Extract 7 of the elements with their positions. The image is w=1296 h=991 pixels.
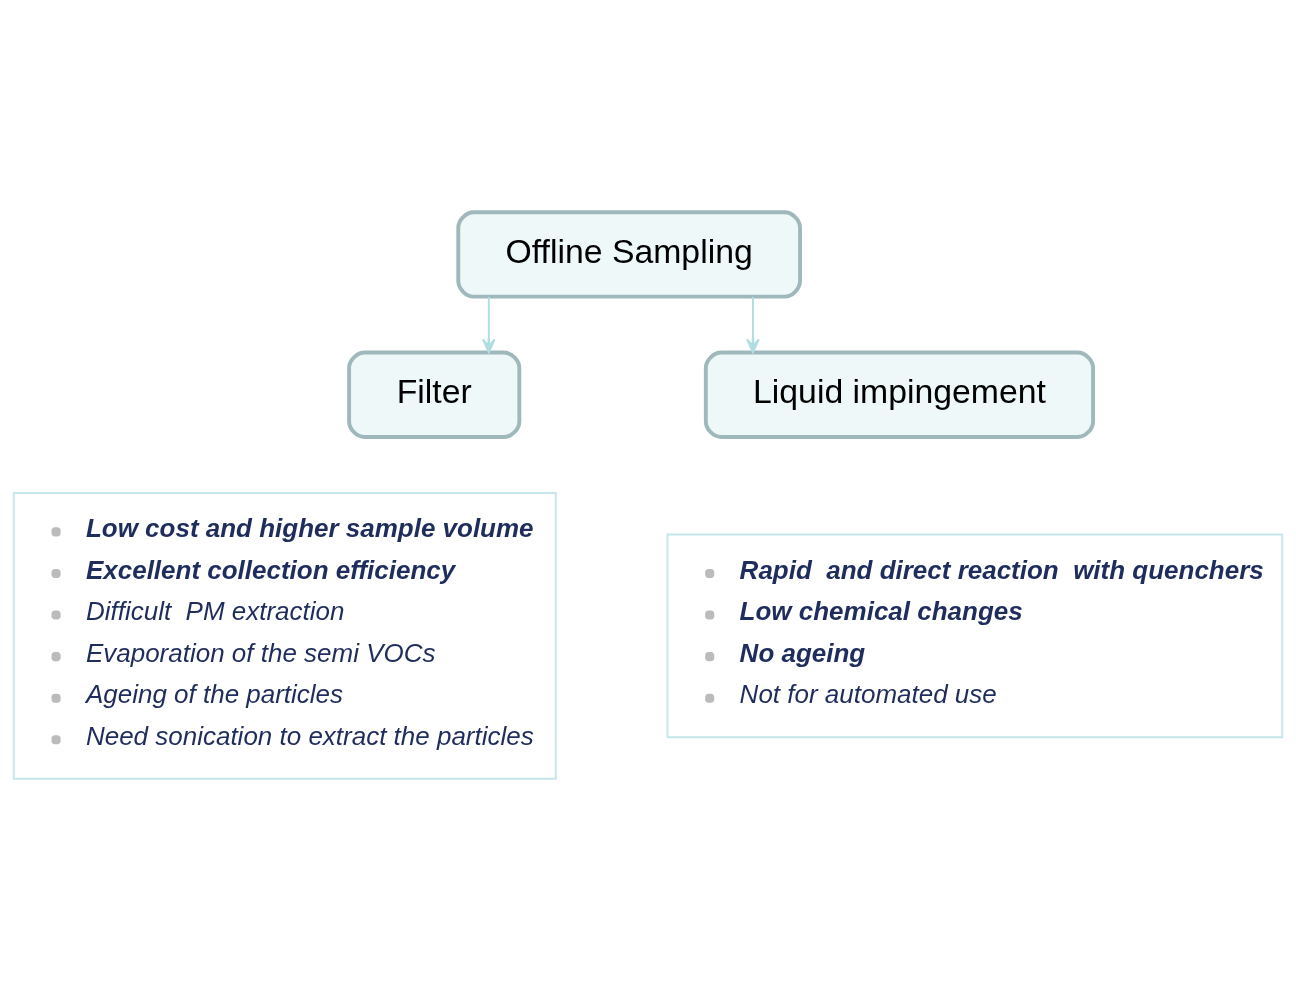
node-box: Low cost and higher sample volume Excellent collection efficiency Difficult PM extraction Evaporation of the semi VOCs Ageing of the particles Need sonication to extract the particles <box>12 491 557 780</box>
node-box: Offline Sampling <box>456 210 802 299</box>
arrow <box>482 295 496 354</box>
node-box: Rapid and direct reaction with quenchers Low chemical changes No ageing Not for automated use <box>666 533 1284 739</box>
arrow <box>746 295 760 354</box>
node-box: Filter <box>347 350 522 439</box>
node-box: Liquid impingement <box>703 350 1096 439</box>
